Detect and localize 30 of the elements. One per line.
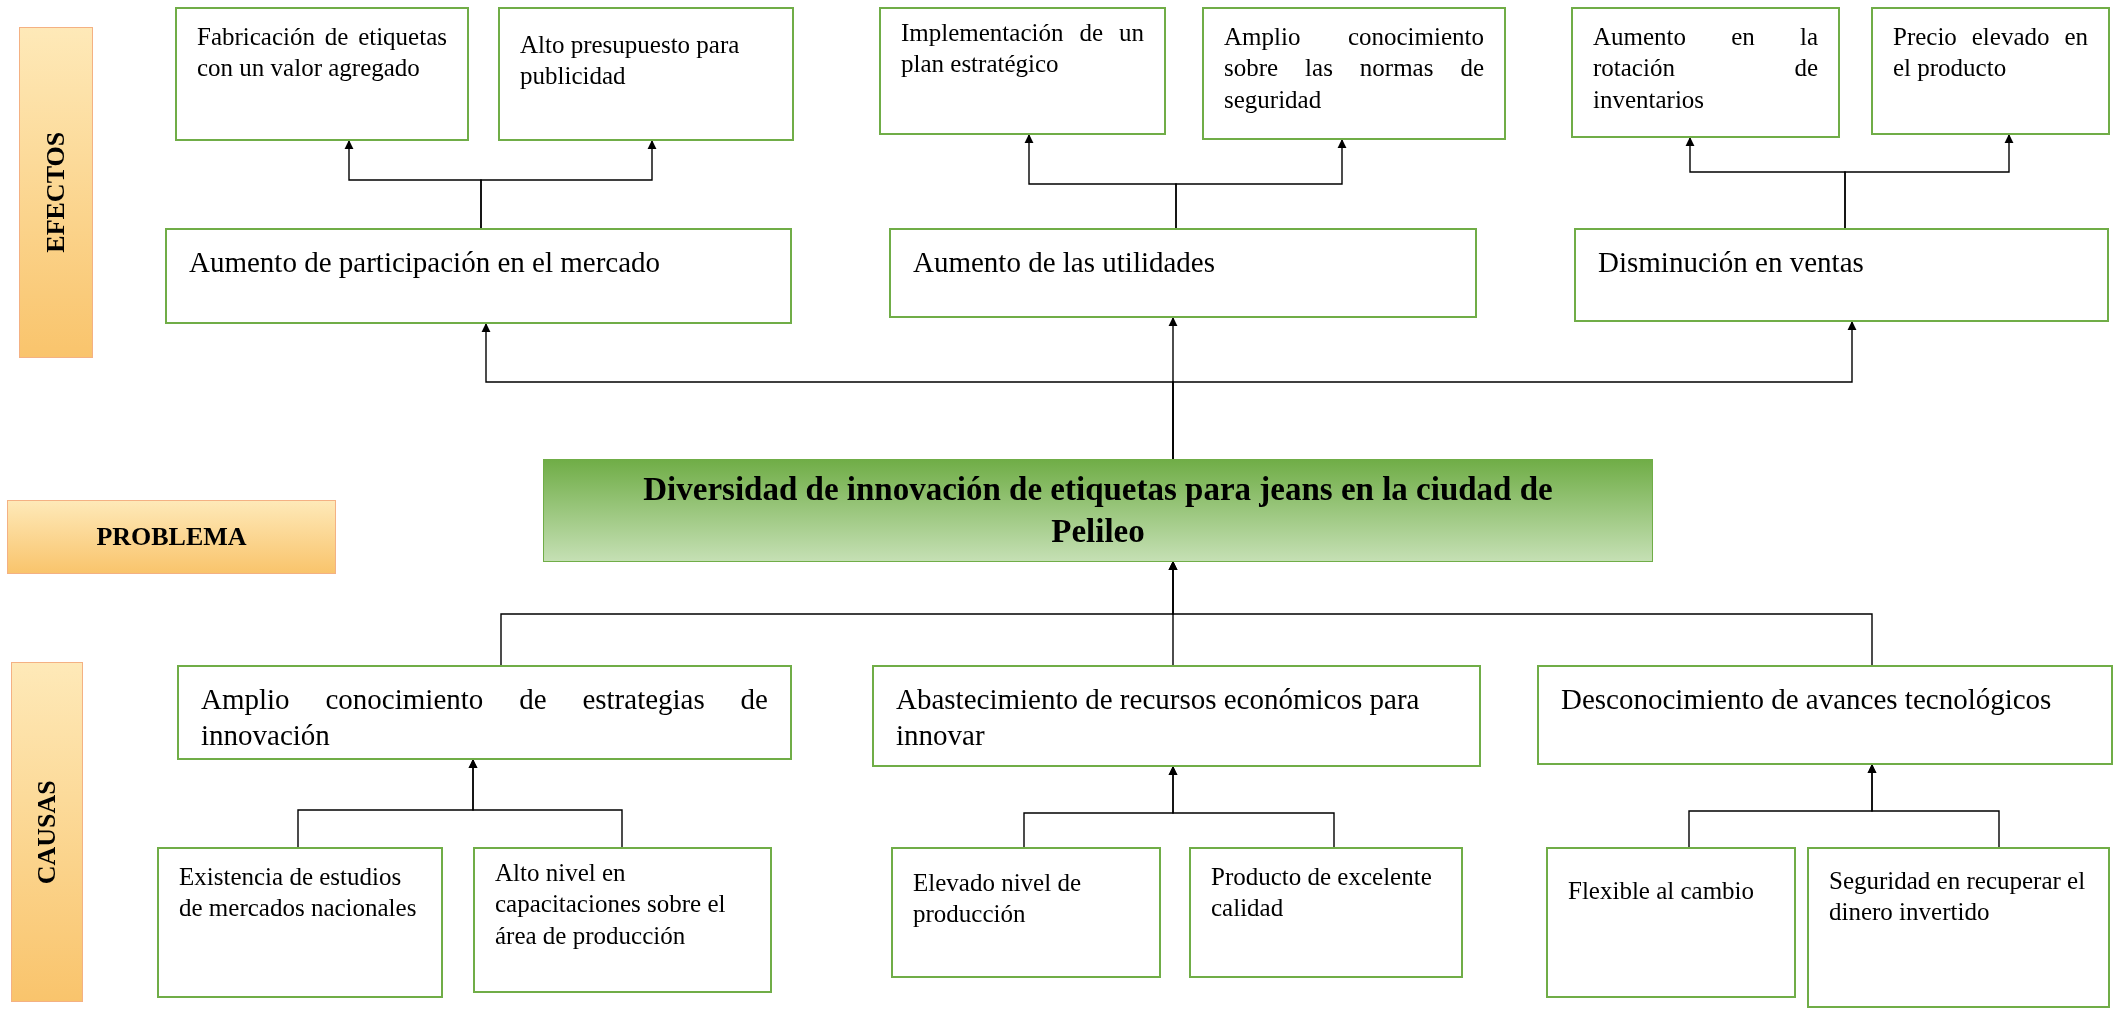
cause-effect-box: Existencia de estudios de mercados nacionales — [157, 847, 443, 998]
problem-box: Diversidad de innovación de etiquetas para jeans en la ciudad de Pelileo — [543, 459, 1653, 562]
section-label: EFECTOS — [19, 27, 93, 358]
cause-effect-box: Alto nivel en capacitaciones sobre el área de producción — [473, 847, 772, 993]
arrow — [1172, 321, 1857, 460]
cause-effect-box: Fabricación de etiquetas con un valor agregado — [175, 7, 469, 141]
arrow — [1175, 139, 1347, 229]
cause-effect-box: Desconocimiento de avances tecnológicos — [1537, 665, 2113, 765]
cause-effect-box: Aumento en la rotación de inventarios — [1571, 7, 1840, 138]
section-label: CAUSAS — [11, 662, 83, 1002]
cause-effect-box: Implementación de un plan estratégico — [879, 7, 1166, 135]
cause-effect-box: Seguridad en recuperar el dinero invertido — [1807, 847, 2110, 1008]
arrow — [480, 140, 657, 229]
cause-effect-box: Producto de excelente calidad — [1189, 847, 1463, 978]
arrow — [1867, 764, 2000, 848]
arrow — [1168, 561, 1873, 666]
cause-effect-box: Flexible al cambio — [1546, 847, 1796, 998]
cause-effect-box: Elevado nivel de producción — [891, 847, 1161, 978]
cause-effect-box: Amplio conocimiento sobre las normas de seguridad — [1202, 7, 1506, 140]
cause-effect-box: Precio elevado en el producto — [1871, 7, 2110, 135]
cause-effect-box: Aumento de las utilidades — [889, 228, 1477, 318]
arrow — [468, 759, 623, 848]
section-label: PROBLEMA — [7, 500, 336, 574]
cause-effect-box: Amplio conocimiento de estrategias de innovación — [177, 665, 792, 760]
cause-effect-box: Disminución en ventas — [1574, 228, 2109, 322]
cause-effect-box: Alto presupuesto para publicidad — [498, 7, 794, 141]
arrow — [1844, 134, 2014, 229]
cause-effect-box: Aumento de participación en el mercado — [165, 228, 792, 324]
cause-effect-box: Abastecimiento de recursos económicos para innovar — [872, 665, 1481, 767]
arrow — [1168, 766, 1335, 848]
